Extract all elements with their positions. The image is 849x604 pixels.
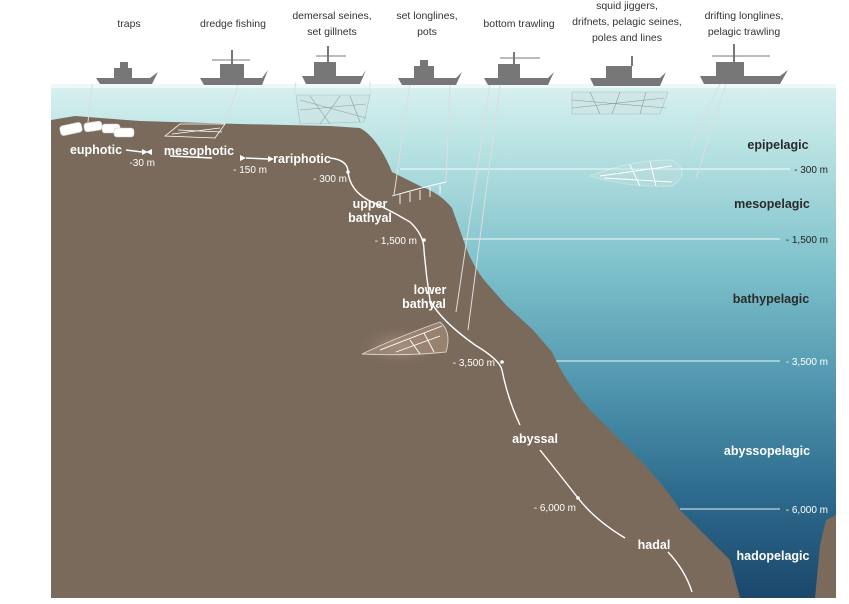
gear-label-squid-3: poles and lines	[592, 32, 662, 44]
benthic-zone-labels: euphotic mesophotic rariphotic upper bat…	[70, 143, 670, 552]
gear-label-squid-1: squid jiggers,	[596, 0, 658, 12]
zone-hadopelagic: hadopelagic	[737, 549, 810, 563]
pelagic-depth-300: - 300 m	[794, 165, 828, 176]
gear-labels: traps dredge fishing demersal seines, se…	[117, 0, 783, 44]
zone-bathypelagic: bathypelagic	[733, 292, 809, 306]
traps-gear	[59, 120, 135, 138]
zone-hadal: hadal	[638, 538, 671, 552]
zone-abyssopelagic: abyssopelagic	[724, 444, 810, 458]
gear-label-longlines-2: pots	[417, 26, 437, 38]
vessel-demersal-seine	[302, 46, 366, 84]
bottom-trawl-net	[361, 321, 449, 356]
seine-net	[295, 94, 371, 125]
vessel-bottom-trawl	[484, 52, 554, 85]
benthic-depth-6000: - 6,000 m	[534, 503, 576, 514]
vessel-drifting-longline	[700, 44, 788, 84]
gear-label-drifting-1: drifting longlines,	[705, 10, 784, 22]
benthic-path-markers	[142, 149, 580, 500]
vessel-longline	[398, 60, 462, 85]
zone-euphotic: euphotic	[70, 143, 122, 157]
vessel-dredge	[200, 50, 268, 85]
gear-label-longlines-1: set longlines,	[396, 10, 457, 22]
benthic-depth-300: - 300 m	[313, 174, 347, 185]
benthic-zone-path	[125, 149, 693, 593]
benthic-depth-3500: - 3,500 m	[453, 358, 495, 369]
zone-abyssal: abyssal	[512, 432, 558, 446]
zone-lower-bathyal-2: bathyal	[402, 297, 446, 311]
gear-label-traps: traps	[117, 18, 140, 30]
pelagic-depth-6000: - 6,000 m	[786, 505, 828, 516]
vessel-squid-jigger	[590, 56, 666, 86]
dredge-gear	[163, 123, 226, 139]
zone-mesophotic: mesophotic	[164, 144, 234, 158]
gear-label-dredge: dredge fishing	[200, 18, 266, 30]
zone-upper-bathyal-2: bathyal	[348, 211, 392, 225]
fishing-lines	[87, 81, 727, 331]
gear-label-squid-2: drifnets, pelagic seines,	[572, 16, 682, 28]
pelagic-zone-labels: epipelagic mesopelagic bathypelagic abys…	[724, 138, 810, 563]
trench-wall	[815, 515, 836, 598]
gear-label-demersal-2: set gillnets	[307, 26, 357, 38]
pelagic-depth-1500: - 1,500 m	[786, 235, 828, 246]
zone-rariphotic: rariphotic	[273, 152, 331, 166]
pelagic-depth-labels: - 300 m - 1,500 m - 3,500 m - 6,000 m	[786, 165, 828, 516]
set-longline	[391, 181, 447, 204]
sea-surface	[51, 84, 836, 88]
benthic-depth-30: -30 m	[129, 158, 155, 169]
vessel-traps	[96, 62, 158, 84]
gear-label-drifting-2: pelagic trawling	[708, 26, 781, 38]
zone-upper-bathyal-1: upper	[353, 197, 388, 211]
benthic-depth-150: - 150 m	[233, 165, 267, 176]
pelagic-depth-lines	[400, 168, 790, 510]
zone-lower-bathyal-1: lower	[414, 283, 447, 297]
pelagic-depth-3500: - 3,500 m	[786, 357, 828, 368]
gear-label-trawling: bottom trawling	[483, 18, 554, 30]
benthic-depth-labels: -30 m - 150 m - 300 m - 1,500 m - 3,500 …	[129, 158, 576, 514]
pelagic-trawl-net	[588, 159, 683, 187]
pelagic-seine	[571, 91, 669, 115]
zone-mesopelagic: mesopelagic	[734, 197, 810, 211]
zone-epipelagic: epipelagic	[747, 138, 808, 152]
gear-label-demersal-1: demersal seines,	[292, 10, 371, 22]
benthic-depth-1500: - 1,500 m	[375, 236, 417, 247]
